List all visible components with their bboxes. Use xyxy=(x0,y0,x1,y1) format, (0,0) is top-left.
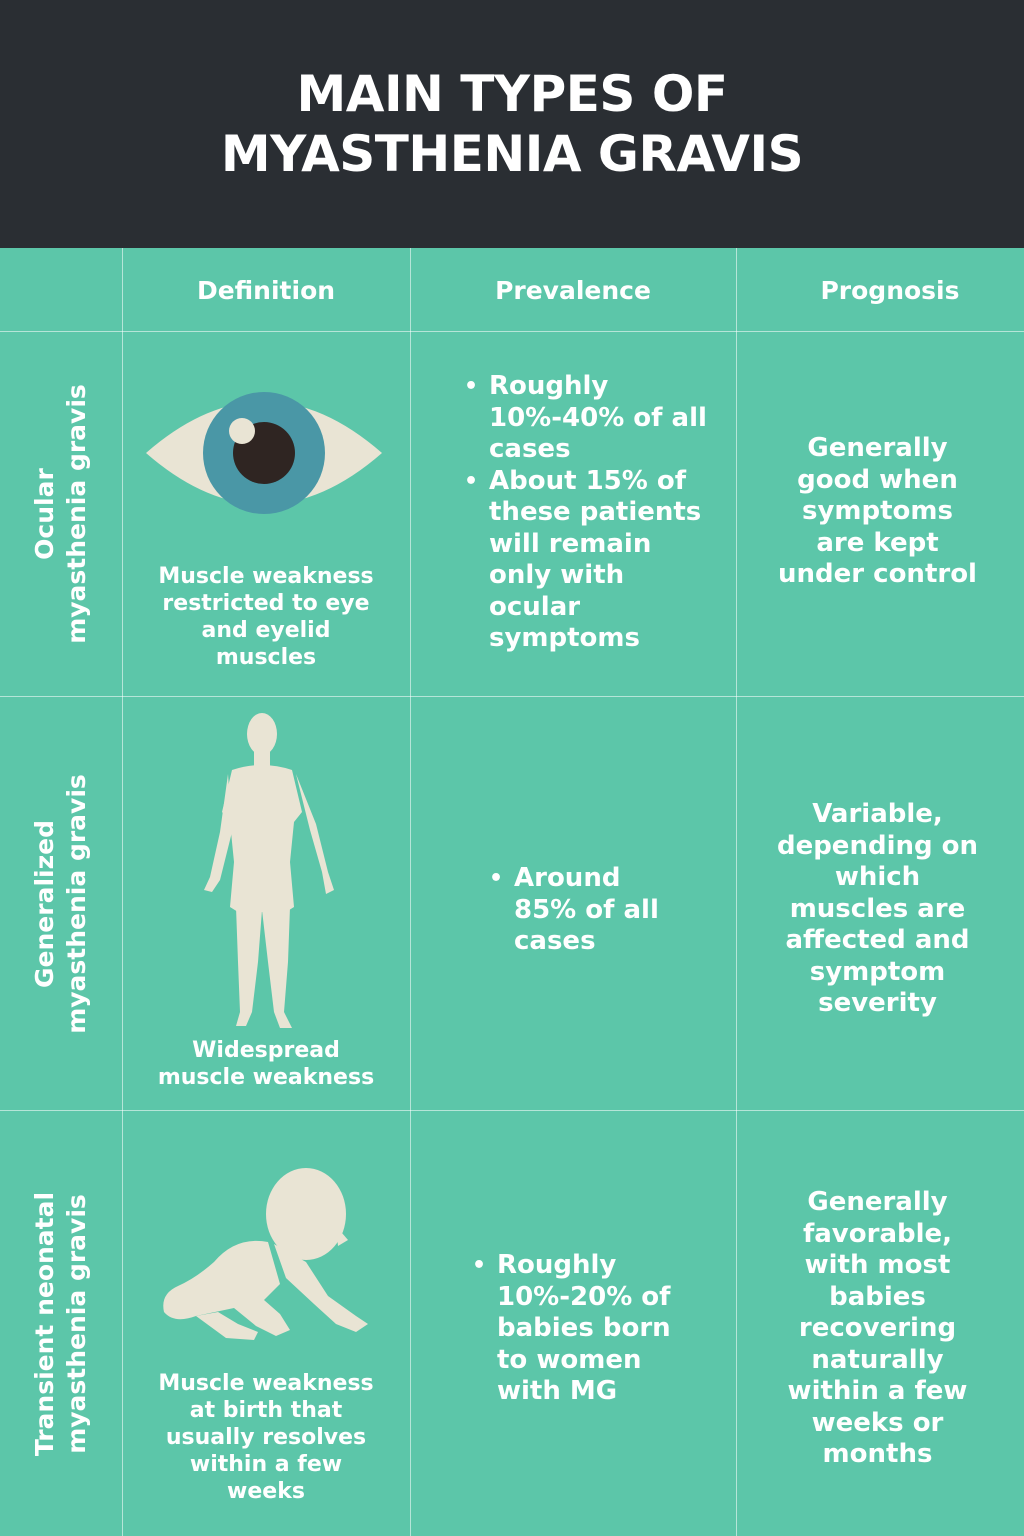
prognosis-ocular: Generally good when symptoms are kept un… xyxy=(750,433,1005,591)
prevalence-line: cases xyxy=(514,926,596,956)
definition-line: usually resolves xyxy=(165,1425,367,1450)
prognosis-line: within a few xyxy=(787,1376,968,1406)
prognosis-line: symptoms xyxy=(802,496,953,526)
prevalence-line: 85% of all xyxy=(514,894,659,925)
prognosis-line: Variable, xyxy=(812,799,943,829)
eye-icon xyxy=(146,392,382,514)
column-header-prevalence: Prevalence xyxy=(495,275,651,305)
page-title-line-1: MAIN TYPES OF xyxy=(296,65,729,123)
prognosis-line: affected and xyxy=(785,925,970,955)
prognosis-transient-neonatal: Generally favorable, with most babies re… xyxy=(750,1187,1005,1471)
row-label-ocular: Ocular myasthenia gravis xyxy=(0,332,122,696)
prevalence-line: ocular xyxy=(489,591,581,622)
crawling-baby-icon xyxy=(163,1168,368,1340)
prognosis-line: Generally xyxy=(807,1187,948,1217)
header-banner: MAIN TYPES OF MYASTHENIA GRAVIS xyxy=(0,0,1024,248)
definition-line: and eyelid xyxy=(201,618,331,643)
prognosis-line: babies xyxy=(829,1281,926,1312)
prognosis-line: symptom xyxy=(809,956,946,987)
prognosis-line: severity xyxy=(818,988,937,1018)
prognosis-line: Generally xyxy=(807,433,948,463)
row-label-transient-neonatal: Transient neonatal myasthenia gravis xyxy=(0,1111,122,1536)
definition-line: Muscle weakness xyxy=(158,564,374,589)
prevalence-line: Roughly xyxy=(489,371,609,401)
prevalence-line: cases xyxy=(489,434,571,464)
prognosis-line: months xyxy=(822,1439,933,1469)
prevalence-line: to women xyxy=(497,1344,642,1375)
prognosis-line: good when xyxy=(797,464,958,495)
definition-line: muscle weakness xyxy=(157,1065,375,1090)
prognosis-line: naturally xyxy=(811,1344,944,1375)
row-label-line: myasthenia gravis xyxy=(62,384,91,644)
grid-hline-3 xyxy=(0,1110,1024,1111)
prevalence-line: symptoms xyxy=(489,623,640,653)
prevalence-bullet: Roughly 10%-40% of all cases xyxy=(464,371,726,466)
prevalence-line: About 15% of xyxy=(489,465,687,496)
row-label-line: Generalized xyxy=(30,819,59,988)
column-header-definition: Definition xyxy=(196,275,336,305)
prevalence-line: Around xyxy=(514,863,621,893)
grid-vline-2 xyxy=(410,248,411,1536)
prevalence-bullet: Around 85% of all cases xyxy=(489,863,709,958)
prevalence-ocular: Roughly 10%-40% of all cases About 15% o… xyxy=(464,371,726,655)
grid-hline-2 xyxy=(0,696,1024,697)
page-title-line-2: MYASTHENIA GRAVIS xyxy=(220,125,804,183)
definition-transient-neonatal: Muscle weakness at birth that usually re… xyxy=(122,1370,410,1505)
definition-ocular: Muscle weakness restricted to eye and ey… xyxy=(122,563,410,671)
definition-line: restricted to eye xyxy=(162,591,370,616)
prevalence-transient-neonatal: Roughly 10%-20% of babies born to women … xyxy=(472,1250,722,1408)
definition-line: Muscle weakness xyxy=(158,1371,374,1396)
definition-line: Widespread xyxy=(192,1038,340,1063)
prognosis-line: which xyxy=(834,862,921,892)
grid-hline-1 xyxy=(0,331,1024,332)
prognosis-line: favorable, xyxy=(802,1218,953,1249)
prevalence-bullet: Roughly 10%-20% of babies born to women … xyxy=(472,1250,722,1408)
definition-line: within a few xyxy=(189,1452,343,1477)
prognosis-generalized: Variable, depending on which muscles are… xyxy=(750,799,1005,1020)
prognosis-line: recovering xyxy=(798,1313,957,1343)
prognosis-line: under control xyxy=(778,559,977,589)
definition-line: weeks xyxy=(227,1479,305,1504)
prognosis-line: muscles are xyxy=(789,893,966,924)
definition-line: at birth that xyxy=(189,1398,343,1423)
definition-generalized: Widespread muscle weakness xyxy=(122,1037,410,1091)
prevalence-bullet: About 15% of these patients will remain … xyxy=(464,466,726,655)
grid-vline-1 xyxy=(122,248,123,1536)
row-label-line: myasthenia gravis xyxy=(62,773,91,1034)
row-label-generalized: Generalized myasthenia gravis xyxy=(0,697,122,1110)
prevalence-generalized: Around 85% of all cases xyxy=(489,863,709,958)
prevalence-line: 10%-20% of xyxy=(497,1281,671,1312)
prognosis-line: depending on xyxy=(776,830,979,861)
prevalence-line: 10%-40% of all xyxy=(489,402,707,433)
row-label-line: Ocular xyxy=(30,468,59,560)
prevalence-line: babies born xyxy=(497,1313,671,1343)
row-label-line: Transient neonatal xyxy=(30,1191,59,1456)
prevalence-line: Roughly xyxy=(497,1250,617,1280)
column-header-prognosis: Prognosis xyxy=(820,275,960,305)
prognosis-line: with most xyxy=(804,1250,951,1280)
grid-vline-3 xyxy=(736,248,737,1536)
prevalence-line: will remain xyxy=(489,528,652,559)
prevalence-line: these patients xyxy=(489,497,702,527)
row-label-line: myasthenia gravis xyxy=(62,1193,91,1454)
definition-line: muscles xyxy=(215,645,317,670)
prevalence-line: only with xyxy=(489,560,625,590)
prevalence-line: with MG xyxy=(497,1376,618,1406)
human-body-icon xyxy=(204,713,334,1028)
prognosis-line: weeks or xyxy=(811,1407,944,1438)
prognosis-line: are kept xyxy=(816,527,939,558)
